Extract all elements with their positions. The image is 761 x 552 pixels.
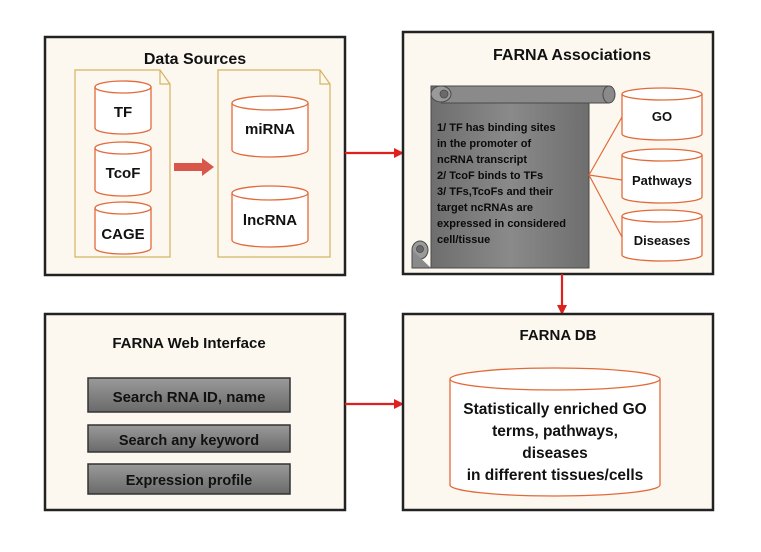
cylinder-diseases-label: Diseases	[634, 233, 690, 248]
cylinder-mirna-label: miRNA	[245, 121, 295, 138]
data-sources-title: Data Sources	[144, 51, 246, 68]
db-line: diseases	[522, 445, 588, 462]
inner-arrow	[174, 158, 214, 176]
cylinder-tf-label: TF	[114, 104, 132, 121]
scroll-line: in the promoter of	[437, 138, 531, 150]
db-line: terms, pathways,	[492, 423, 618, 440]
search-keyword-button-label: Search any keyword	[119, 433, 259, 449]
db-title: FARNA DB	[520, 327, 597, 344]
expression-profile-button[interactable]: Expression profile	[87, 463, 291, 495]
db-line: Statistically enriched GO	[463, 401, 646, 418]
cylinder-lncrna: lncRNA	[231, 185, 309, 248]
association-connectors	[588, 116, 623, 238]
web-interface-title: FARNA Web Interface	[112, 335, 265, 352]
scroll-line: 1/ TF has binding sites	[437, 122, 556, 134]
cylinder-cage: CAGE	[94, 201, 152, 255]
scroll-line: cell/tissue	[437, 234, 490, 246]
cylinder-pathways: Pathways	[621, 148, 703, 204]
web-interface-panel: FARNA Web Interface Search RNA ID, name …	[43, 312, 347, 512]
cylinder-pathways-label: Pathways	[632, 173, 692, 188]
cylinder-mirna: miRNA	[231, 95, 309, 158]
scroll-shape	[411, 85, 616, 269]
db-cylinder: Statistically enriched GO terms, pathway…	[449, 367, 661, 497]
scroll-line: target ncRNAs are	[437, 202, 533, 214]
cylinder-go: GO	[621, 87, 703, 141]
scroll-line: expressed in considered	[437, 218, 566, 230]
expression-profile-button-label: Expression profile	[126, 473, 253, 489]
cylinder-tcof: TcoF	[94, 141, 152, 197]
cylinder-go-label: GO	[652, 109, 672, 124]
cylinder-tcof-label: TcoF	[106, 165, 141, 182]
scroll-line: 3/ TFs,TcoFs and their	[437, 186, 554, 198]
scroll-text: 1/ TF has binding sites in the promoter …	[437, 122, 566, 246]
search-keyword-button[interactable]: Search any keyword	[87, 424, 291, 453]
scroll-line: 2/ TcoF binds to TFs	[437, 170, 543, 182]
cylinder-tf: TF	[94, 80, 152, 135]
db-panel: FARNA DB Statistically enriched GO terms…	[401, 312, 715, 512]
cylinder-diseases: Diseases	[621, 209, 703, 262]
cylinder-lncrna-label: lncRNA	[243, 212, 297, 229]
data-sources-panel: Data Sources TF TcoF CAGE	[43, 35, 347, 277]
search-rna-button-label: Search RNA ID, name	[113, 389, 266, 406]
associations-title: FARNA Associations	[493, 47, 651, 64]
db-line: in different tissues/cells	[467, 467, 644, 484]
scroll-line: ncRNA transcript	[437, 154, 527, 166]
cylinder-cage-label: CAGE	[101, 226, 144, 243]
search-rna-button[interactable]: Search RNA ID, name	[87, 377, 291, 413]
associations-panel: FARNA Associations 1/ TF has binding sit…	[401, 30, 715, 276]
